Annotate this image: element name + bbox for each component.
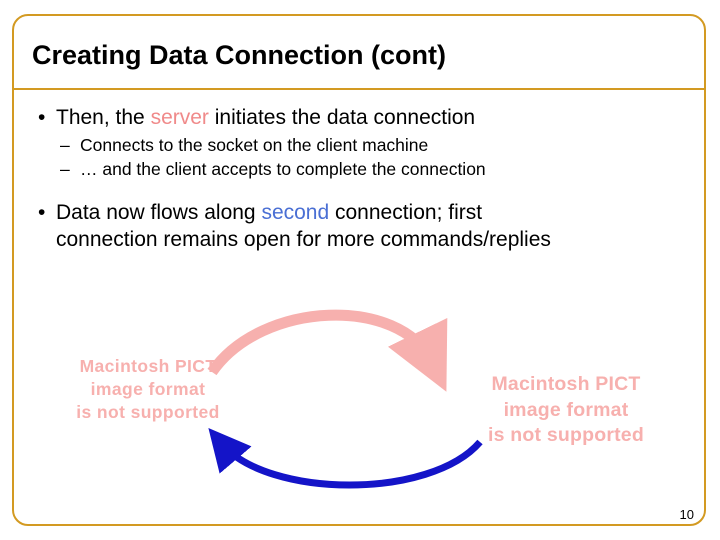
pict-placeholder-left: Macintosh PICT image format is not suppo… (68, 355, 228, 424)
slide-body: • Then, the server initiates the data co… (32, 104, 692, 255)
sub-bullet-text: Connects to the socket on the client mac… (80, 135, 429, 155)
bullet-text-part: Data now flows along (56, 201, 262, 224)
pict-line: Macintosh PICT (491, 373, 641, 395)
bullet-marker: • (38, 106, 46, 129)
bullet-text-part: Then, the (56, 106, 151, 129)
pict-line: image format (503, 398, 629, 421)
pict-line: image format (90, 379, 206, 400)
title-divider (14, 88, 704, 90)
sub-bullet-marker: – (60, 159, 70, 179)
sub-bullet-text: … and the client accepts to complete the… (80, 159, 486, 179)
bullet-item: • Data now flows along second connection… (32, 199, 692, 253)
bullet-text-line2: connection remains open for more command… (56, 228, 551, 251)
bullet-item: • Then, the server initiates the data co… (32, 104, 692, 131)
arrow-top-pink (207, 309, 448, 392)
pict-line: is not supported (488, 424, 644, 447)
bullet-text-part: connection; first (329, 201, 483, 224)
bullet-text-highlight: second (261, 201, 330, 224)
page-number: 10 (679, 507, 694, 522)
sub-bullet-item: – … and the client accepts to complete t… (32, 157, 692, 181)
pict-line: is not supported (76, 402, 220, 423)
bullet-marker: • (38, 201, 46, 224)
arrow-bottom-blue (208, 428, 483, 489)
bullet-text-highlight: server (150, 106, 209, 129)
page-title: Creating Data Connection (cont) (32, 40, 447, 70)
bullet-spacer (32, 181, 692, 199)
sub-bullet-marker: – (60, 135, 70, 155)
pict-placeholder-right: Macintosh PICT image format is not suppo… (466, 372, 666, 449)
sub-bullet-item: – Connects to the socket on the client m… (32, 133, 692, 157)
pict-line: Macintosh PICT (79, 356, 217, 376)
bullet-text-part: initiates the data connection (208, 106, 476, 129)
